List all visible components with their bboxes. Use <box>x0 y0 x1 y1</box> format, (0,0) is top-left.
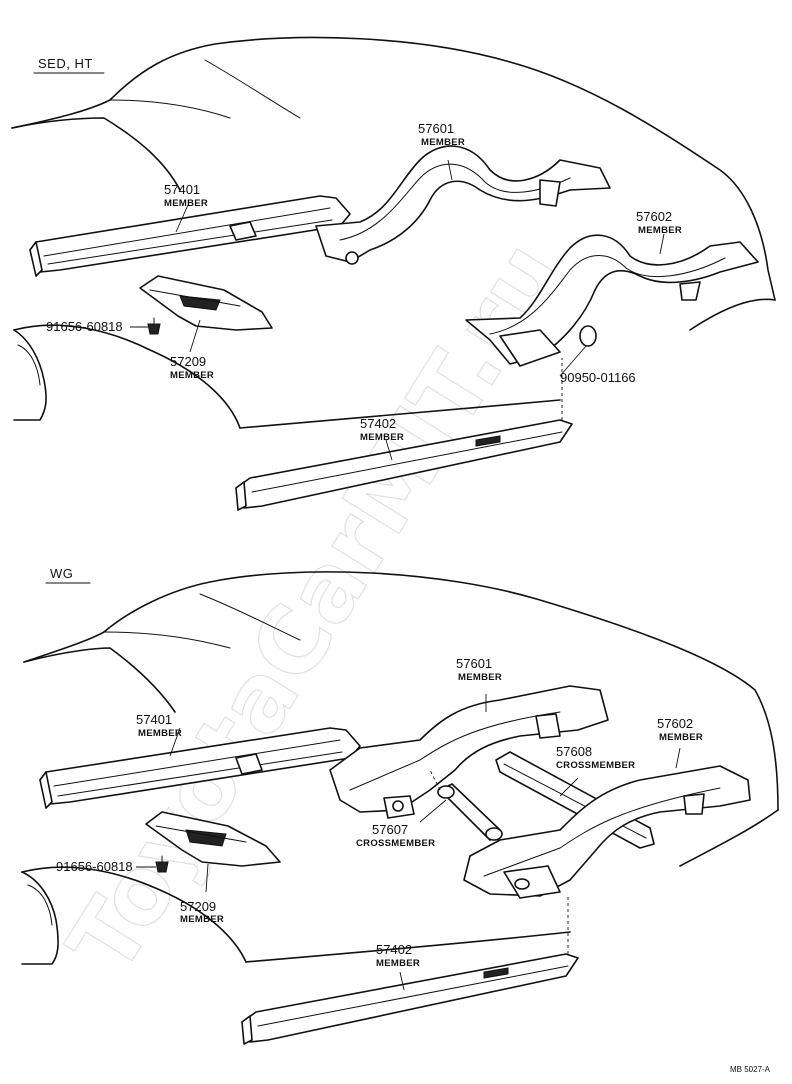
front-fender <box>21 866 247 963</box>
bolt-91656-top[interactable] <box>147 317 161 335</box>
part-57401-bottom[interactable] <box>39 727 361 809</box>
bolt-91656-bottom[interactable] <box>155 855 169 873</box>
reference-code: MB 5027-A <box>730 1065 771 1074</box>
section-title: WG <box>50 566 73 581</box>
hood-line <box>23 647 176 713</box>
part-57402-bottom[interactable] <box>241 953 579 1045</box>
plug-90950-top[interactable] <box>579 325 597 347</box>
label-57608-bottom: 57608 <box>556 744 592 759</box>
label-57602-top: 57602 <box>636 209 672 224</box>
label-57607-bottom-name: CROSSMEMBER <box>356 838 435 849</box>
label-57209-top: 57209 <box>170 354 206 369</box>
label-90950-top: 90950-01166 <box>560 370 636 385</box>
label-57401-bottom: 57401 <box>136 712 172 727</box>
label-57402-top-name: MEMBER <box>360 432 404 443</box>
rocker-line <box>245 931 571 963</box>
label-57602-top-name: MEMBER <box>638 225 682 236</box>
label-57602-bottom-name: MEMBER <box>659 732 703 743</box>
label-57401-bottom-name: MEMBER <box>138 728 182 739</box>
part-57602-bottom[interactable] <box>463 765 751 899</box>
section-wg: WG <box>21 566 779 1045</box>
label-57209-bottom-name: MEMBER <box>180 914 224 925</box>
label-57401-top: 57401 <box>164 182 200 197</box>
part-57209-bottom[interactable] <box>145 811 281 867</box>
rocker-line <box>239 399 561 429</box>
section-sed-ht: SED, HT <box>11 36 776 511</box>
windshield-line <box>109 59 301 119</box>
front-bumper <box>21 871 59 965</box>
label-57601-top-name: MEMBER <box>421 137 465 148</box>
section-title: SED, HT <box>38 56 93 71</box>
label-57608-bottom-name: CROSSMEMBER <box>556 760 635 771</box>
label-57402-bottom: 57402 <box>376 942 412 957</box>
label-57601-bottom: 57601 <box>456 656 492 671</box>
label-57402-bottom-name: MEMBER <box>376 958 420 969</box>
part-57601-bottom[interactable] <box>329 685 609 819</box>
label-91656-bottom: 91656-60818 <box>56 859 133 874</box>
part-57607-bottom[interactable] <box>437 783 503 841</box>
label-57601-top: 57601 <box>418 121 454 136</box>
label-57209-top-name: MEMBER <box>170 370 214 381</box>
label-91656-top: 91656-60818 <box>46 319 123 334</box>
part-57402-top[interactable] <box>235 419 573 511</box>
label-57607-bottom: 57607 <box>372 822 408 837</box>
label-57601-bottom-name: MEMBER <box>458 672 502 683</box>
label-57209-bottom: 57209 <box>180 899 216 914</box>
hood-line <box>11 117 181 191</box>
label-57402-top: 57402 <box>360 416 396 431</box>
front-fender <box>13 324 241 429</box>
part-57209-top[interactable] <box>139 275 273 331</box>
bumper-detail <box>27 884 53 926</box>
rear-body <box>679 809 779 867</box>
part-57601-top[interactable] <box>315 145 611 265</box>
rear-body <box>689 298 776 331</box>
label-57401-top-name: MEMBER <box>164 198 208 209</box>
label-57602-bottom: 57602 <box>657 716 693 731</box>
part-57602-top[interactable] <box>465 234 759 367</box>
windshield-line <box>103 593 301 649</box>
front-bumper <box>13 329 47 421</box>
car-body-outline <box>11 36 776 301</box>
part-57401-top[interactable] <box>29 195 351 277</box>
bumper-detail <box>17 344 41 386</box>
